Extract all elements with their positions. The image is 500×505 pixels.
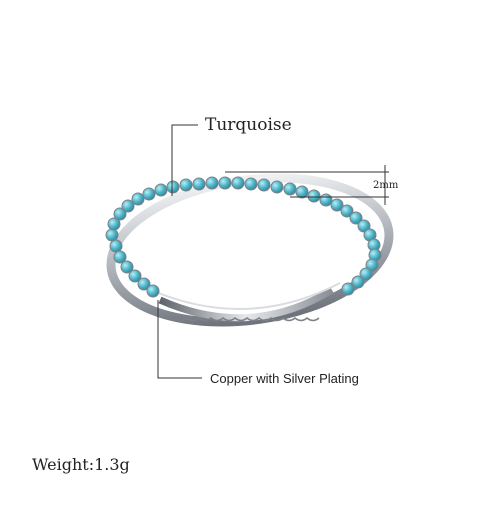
callout-lines	[157, 124, 389, 379]
material-label: Copper with Silver Plating	[210, 371, 359, 386]
material-callout-line	[157, 300, 202, 379]
stone-row	[105, 176, 382, 298]
weight-label: Weight:1.3g	[32, 455, 130, 474]
ring-icon	[105, 173, 394, 327]
turquoise-label: Turquoise	[205, 115, 292, 135]
turquoise-callout-line	[171, 124, 198, 196]
width-label: 2mm	[373, 180, 399, 191]
